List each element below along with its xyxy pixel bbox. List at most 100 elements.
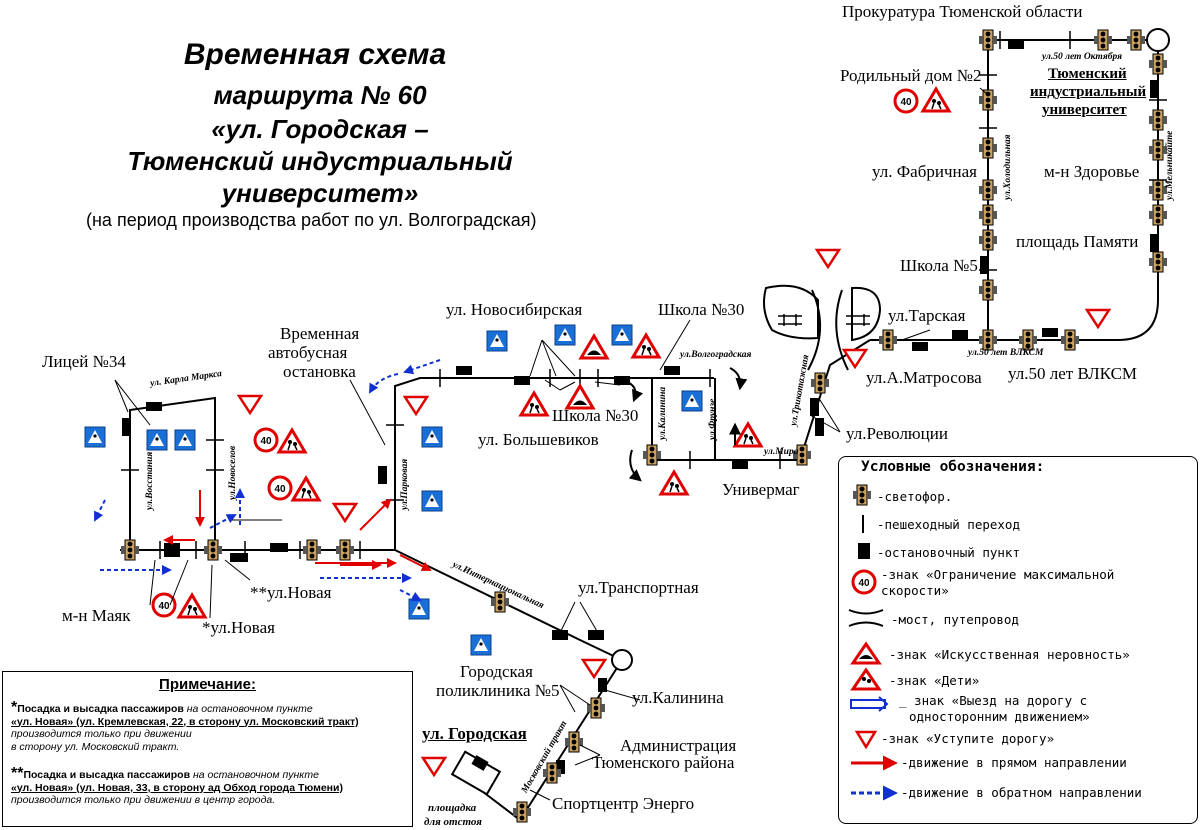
- note-p1-bold: Посадка и высадка пассажиров: [17, 703, 184, 715]
- traffic-light-icon: [811, 372, 829, 394]
- platform-label-1: площадка: [428, 802, 477, 814]
- traffic-light-icon: [1149, 179, 1167, 201]
- bridge-rail: [846, 314, 870, 326]
- stop-novosibirskaya: ул. Новосибирская: [446, 300, 583, 319]
- legend-stop: -остановочный пункт: [877, 545, 1020, 560]
- route-segment-trikotazhnaya: [799, 339, 871, 461]
- svg-text:40: 40: [900, 97, 912, 108]
- stop-university-2: индустриальный: [1030, 84, 1147, 100]
- stop-university-3: университет: [1042, 102, 1127, 118]
- yield-sign-icon: [236, 394, 264, 416]
- stop-marker: [146, 402, 162, 411]
- legend-bump: -знак «Искусственная неровность»: [889, 647, 1130, 662]
- legend-kids: -знак «Дети»: [889, 673, 980, 688]
- speed-limit-icon: 40: [893, 88, 919, 114]
- yield-sign-icon: [331, 502, 359, 524]
- traffic-light-icon: [1149, 109, 1167, 131]
- traffic-light-icon: [543, 762, 561, 784]
- subtitle: (на период производства работ по ул. Вол…: [86, 210, 537, 230]
- note-star-2: **: [11, 765, 24, 782]
- note-title: Примечание:: [159, 676, 256, 693]
- bump-sign-icon: [564, 383, 596, 410]
- legend-symbols: 40: [848, 484, 898, 801]
- speed-limit-icon: 40: [267, 475, 293, 501]
- traffic-light-icon: [979, 89, 997, 111]
- stop-marker: [1008, 40, 1024, 49]
- traffic-light-icon: [979, 229, 997, 251]
- stop-marker: [952, 330, 968, 339]
- traffic-light-icon: [513, 801, 531, 823]
- street-kalinina-small: ул.Калинина: [658, 386, 668, 440]
- yield-sign-icon: [841, 348, 869, 370]
- legend: Условные обозначения: 40: [838, 456, 1198, 824]
- legend-oneway-icon: [850, 696, 889, 712]
- legend-traffic-light-icon: [853, 484, 871, 506]
- bump-sign-icon: [578, 333, 610, 360]
- traffic-light-icon: [121, 539, 139, 561]
- traffic-light-icon: [1149, 53, 1167, 75]
- route-segment-internatsionalnaya: [394, 549, 623, 661]
- pedestrian-crossings: [121, 31, 1167, 559]
- traffic-light-icon: [587, 697, 605, 719]
- legend-yield: -знак «Уступите дорогу»: [881, 731, 1055, 746]
- stop-marker: [270, 543, 288, 552]
- stop-maternity: Родильный дом №2: [840, 66, 982, 85]
- title-line5: университет»: [221, 178, 419, 208]
- temp-stop-3: остановка: [283, 362, 356, 381]
- traffic-light-icon: [643, 444, 661, 466]
- title-line1: Временная схема: [183, 38, 447, 71]
- stop-memory-square: площадь Памяти: [1016, 232, 1139, 251]
- speed-limit-icon: 40: [151, 592, 177, 618]
- traffic-light-icon: [979, 279, 997, 301]
- stop-school30-bottom: Школа №30: [552, 406, 639, 425]
- note-box: Примечание: *Посадка и высадка пассажиро…: [2, 671, 413, 827]
- stop-marker: [122, 418, 131, 436]
- note-p1-italic: на остановочном пункте: [183, 703, 313, 715]
- legend-bridge-icon: [848, 609, 884, 627]
- legend-title: Условные обозначения:: [861, 459, 1045, 475]
- note-paragraph-1: *Посадка и высадка пассажиров на останов…: [11, 700, 407, 753]
- yield-sign-icon: [420, 756, 448, 778]
- note-p2-bold: Посадка и высадка пассажиров: [23, 769, 191, 781]
- stop-marker: [552, 630, 568, 640]
- legend-speed-2: скорости»: [881, 583, 949, 598]
- legend-oneway-2: односторонним движением»: [909, 709, 1090, 724]
- traffic-light-icon: [1149, 139, 1167, 161]
- legend-bump-icon: [850, 641, 882, 665]
- note-p1-rest-1: производится только при движении: [11, 728, 192, 740]
- traffic-light-icon: [204, 539, 222, 561]
- legend-bridge: -мост, путепровод: [891, 612, 1019, 627]
- traffic-light-icon: [565, 731, 583, 753]
- street-frunze: ул.Фрунзе: [708, 398, 718, 440]
- legend-crossing: -пешеходный переход: [877, 517, 1020, 532]
- svg-text:40: 40: [274, 484, 286, 495]
- note-p2-italic: на остановочном пункте: [190, 769, 319, 781]
- traffic-light-icon: [491, 591, 509, 613]
- traffic-light-icon: [1149, 204, 1167, 226]
- svg-text:40: 40: [158, 601, 170, 612]
- stop-transportnaya: ул.Транспортная: [578, 578, 699, 597]
- stop-marker: [556, 760, 565, 774]
- route-segment-volgogradskaya: [394, 377, 714, 550]
- legend-speed-1: -знак «Ограничение максимальной: [881, 567, 1115, 582]
- temp-stop-1: Временная: [280, 324, 360, 343]
- stop-kalinina: ул.Калинина: [632, 688, 724, 707]
- crossing-sign-icon: [486, 330, 508, 352]
- stop-gorodskaya: ул. Городская: [422, 724, 527, 743]
- stop-prosecutor: Прокуратура Тюменской области: [842, 2, 1083, 21]
- stop-revolution: ул.Революции: [846, 424, 948, 443]
- kids-sign-icon: [276, 427, 308, 454]
- street-mira: ул.Мира: [764, 447, 799, 457]
- stop-polyclinic-1: Городская: [460, 662, 533, 681]
- bridge-rail: [778, 314, 802, 326]
- title-line2: маршрута № 60: [213, 80, 427, 110]
- stop-bolshevikov: ул. Большевиков: [478, 430, 599, 449]
- direction-arrows: [94, 359, 748, 601]
- crossing-sign-icon: [470, 634, 492, 656]
- traffic-light-icon: [1061, 329, 1079, 351]
- stop-marker: [164, 543, 180, 557]
- note-p2-stop: «ул. Новая» (ул. Новая, 33, в сторону ад…: [11, 781, 343, 794]
